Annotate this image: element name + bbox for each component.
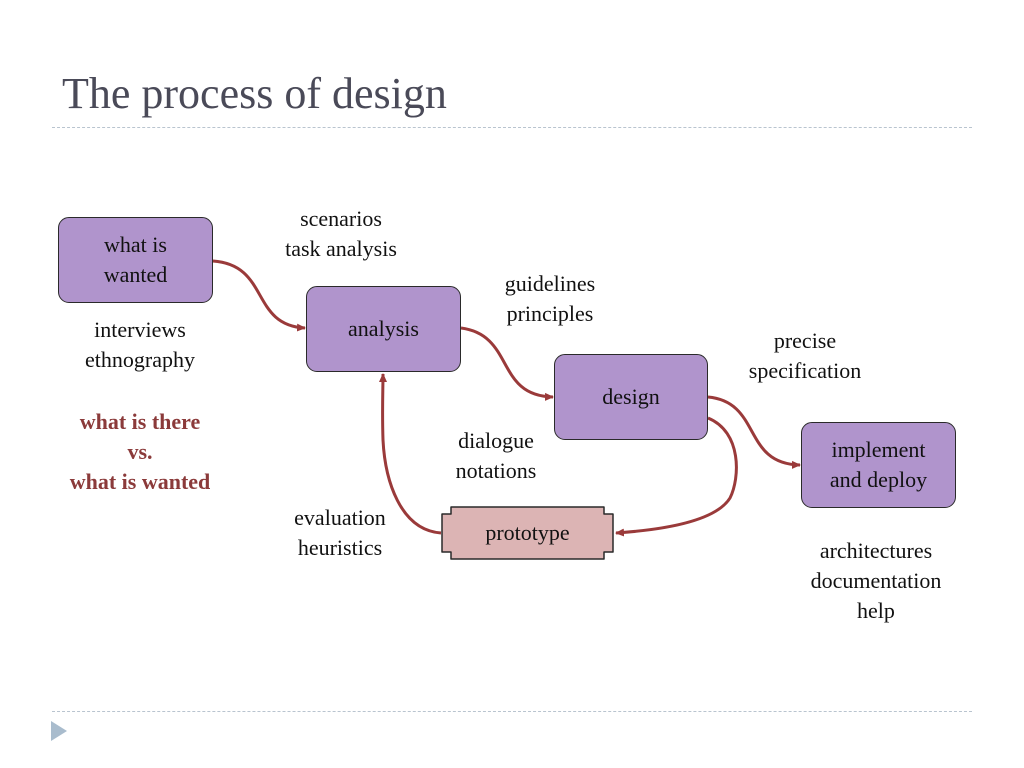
node-implement-and-deploy: implement and deploy [801,422,956,508]
title-divider [52,127,972,128]
note-line: heuristics [297,535,383,560]
note-dialogue: dialogue notations [396,426,596,486]
node-label-line: implement [831,437,926,462]
note-line: ethnography [85,347,195,372]
arrow-design-to-prototype [615,416,738,537]
note-interviews: interviews ethnography [40,315,240,375]
arrow-wanted-to-analysis [212,259,306,332]
node-prototype: prototype [441,506,614,560]
node-label-line: what is [104,232,167,257]
note-line: vs. [127,439,153,464]
note-scenarios: scenarios task analysis [241,204,441,264]
note-line: specification [748,358,862,383]
node-label-line: and deploy [829,467,928,492]
note-line: precise [773,328,837,353]
note-line: principles [506,301,594,326]
node-label-line: wanted [103,262,168,287]
arrow-analysis-to-design [460,326,554,401]
note-line: task analysis [285,236,397,261]
note-guidelines: guidelines principles [450,269,650,329]
note-line: architectures [819,538,933,563]
page-title: The process of design [62,69,447,118]
note-architectures: architectures documentation help [766,536,986,626]
node-prototype-shape [441,506,614,560]
footer-divider [52,711,972,712]
node-design: design [554,354,708,440]
node-label: analysis [348,316,419,341]
note-line: what is wanted [69,469,211,494]
note-precise-specification: precise specification [705,326,905,386]
note-line: evaluation [294,505,386,530]
note-line: interviews [94,317,186,342]
arrow-design-to-implement [707,395,801,469]
triangle-right-icon[interactable] [50,720,68,742]
arrow-prototype-to-analysis [378,373,442,535]
note-line: documentation [810,568,942,593]
node-analysis: analysis [306,286,461,372]
node-label: design [602,384,660,409]
note-line: help [857,598,895,623]
note-evaluation: evaluation heuristics [240,503,440,563]
note-line: notations [455,458,537,483]
note-line: dialogue [458,428,534,453]
note-what-is-there-vs-wanted: what is there vs. what is wanted [20,407,260,497]
note-line: what is there [79,409,201,434]
node-label: prototype [485,520,570,545]
note-line: guidelines [504,271,596,296]
node-what-is-wanted: what is wanted [58,217,213,303]
note-line: scenarios [300,206,382,231]
